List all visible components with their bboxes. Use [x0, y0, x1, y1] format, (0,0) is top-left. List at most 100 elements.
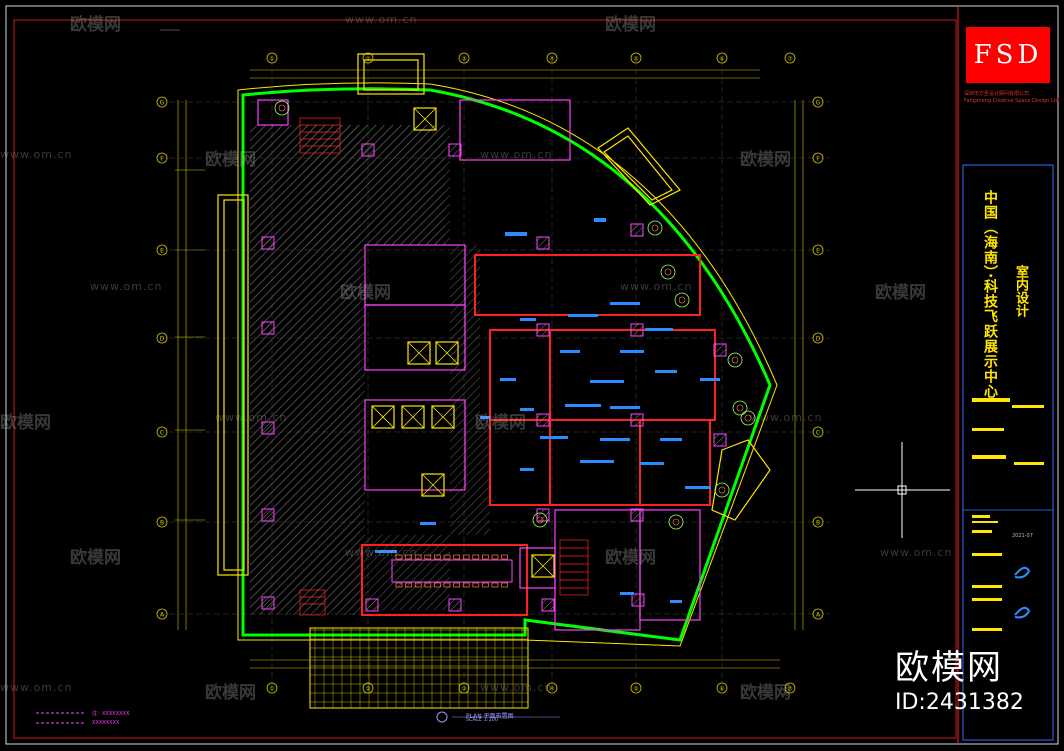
equipment-block: [660, 438, 682, 441]
plant-core: [736, 404, 744, 412]
elevator-cross: [421, 473, 445, 497]
plant: [674, 292, 690, 308]
chair: [491, 582, 499, 588]
equipment-block: [685, 486, 711, 489]
grid-bubble-col: [458, 52, 470, 64]
chair: [472, 582, 480, 588]
elevator-cross: [371, 405, 395, 429]
grid-bubble-col-label: ⑤: [633, 56, 638, 63]
column: [630, 508, 644, 522]
grid-bubble-row: [812, 516, 824, 528]
grid-bubble-row-label: F: [160, 156, 164, 163]
exterior-wall: [241, 87, 772, 642]
grid-bubble-row-label: A: [816, 612, 821, 619]
chair: [453, 554, 460, 560]
watermark-corner-id: ID:2431382: [895, 690, 1024, 715]
grid-bubble-col-label: ④: [549, 56, 554, 63]
equipment-block: [610, 302, 640, 305]
grid-bubble-col-label: ⑦: [787, 56, 793, 63]
plant-core: [672, 518, 680, 526]
sheet-inner-border: [13, 19, 957, 739]
elevator-cross: [435, 341, 459, 365]
column: [536, 236, 550, 250]
grid-bubble-row-label: G: [160, 100, 165, 107]
grid-bubble-row: [156, 516, 168, 528]
grid-bubble-row-label: E: [816, 248, 820, 255]
column: [261, 236, 275, 250]
equipment-block: [620, 350, 644, 353]
plant: [732, 400, 748, 416]
column: [536, 323, 550, 337]
grid-bubble-col-label: ⑦: [787, 686, 793, 693]
watermark-corner-brand: 欧模网: [895, 648, 1003, 688]
office-partitions: [361, 254, 716, 616]
grid-bubble-col: [716, 682, 728, 694]
grid-bubble-row-label: D: [816, 336, 821, 343]
grid-bubble-row: [812, 244, 824, 256]
chair: [501, 582, 508, 588]
column: [630, 223, 644, 237]
chair: [405, 554, 412, 560]
elevator-car: [431, 405, 455, 429]
grid-bubble-col-label: ③: [461, 56, 466, 63]
chair: [424, 582, 432, 588]
column: [261, 508, 275, 522]
plant: [532, 512, 548, 528]
elevator-shafts: [371, 107, 555, 578]
plant-core: [278, 104, 286, 112]
plant-core: [536, 516, 544, 524]
plant-core: [678, 296, 686, 304]
plant: [727, 352, 743, 368]
exterior-wall-outline: [237, 82, 778, 647]
chair: [434, 554, 441, 560]
column: [448, 143, 462, 157]
grid-bubble-col: [546, 52, 558, 64]
plant: [714, 482, 730, 498]
equipment-block: [600, 438, 630, 441]
chair: [482, 554, 489, 560]
grid-bubble-col-label: ④: [549, 686, 554, 693]
conference-table: [391, 554, 513, 588]
grid-bubble-col: [630, 52, 642, 64]
elevator-cross: [413, 107, 437, 131]
chair: [462, 582, 470, 588]
elevator-car: [421, 473, 445, 497]
chair: [434, 582, 441, 588]
legend-text-2: XXXXXXXX: [92, 720, 120, 726]
elevator-car: [413, 107, 437, 131]
chair: [414, 554, 422, 560]
column: [361, 143, 375, 157]
grid-bubble-row: [812, 96, 824, 108]
grid-bubble-row: [812, 152, 824, 164]
balconies: [217, 53, 771, 576]
crosshair-cursor-icon: [855, 442, 950, 538]
grid-bubble-row: [156, 244, 168, 256]
grid-bubble-row-label: A: [160, 612, 165, 619]
grid-bubble-row-label: F: [816, 156, 820, 163]
plant: [647, 220, 663, 236]
elevator-cross: [401, 405, 425, 429]
grid-bubble-col-label: ⑤: [633, 686, 638, 693]
equipment-block: [375, 550, 397, 553]
grid-bubble-col-label: ②: [365, 56, 371, 63]
elevator-car: [407, 341, 431, 365]
chair: [414, 582, 422, 588]
equipment-block: [480, 416, 490, 419]
grid-bubble-row-label: G: [816, 100, 821, 107]
north-arrow-icon: [436, 711, 560, 723]
plant: [274, 100, 290, 116]
elevator-cross: [431, 405, 455, 429]
dimension-lines: [160, 29, 804, 669]
equipment-block: [645, 328, 673, 331]
drawing-date: 2021-07: [1012, 533, 1033, 539]
equipment-block: [590, 380, 624, 383]
chair: [462, 554, 470, 560]
elevator-car: [401, 405, 425, 429]
equipment-block: [655, 370, 677, 373]
structural-columns: [261, 143, 727, 612]
column: [536, 413, 550, 427]
chair: [395, 554, 403, 560]
equipment-block: [560, 350, 580, 353]
column: [261, 321, 275, 335]
equipment-block: [594, 218, 606, 222]
